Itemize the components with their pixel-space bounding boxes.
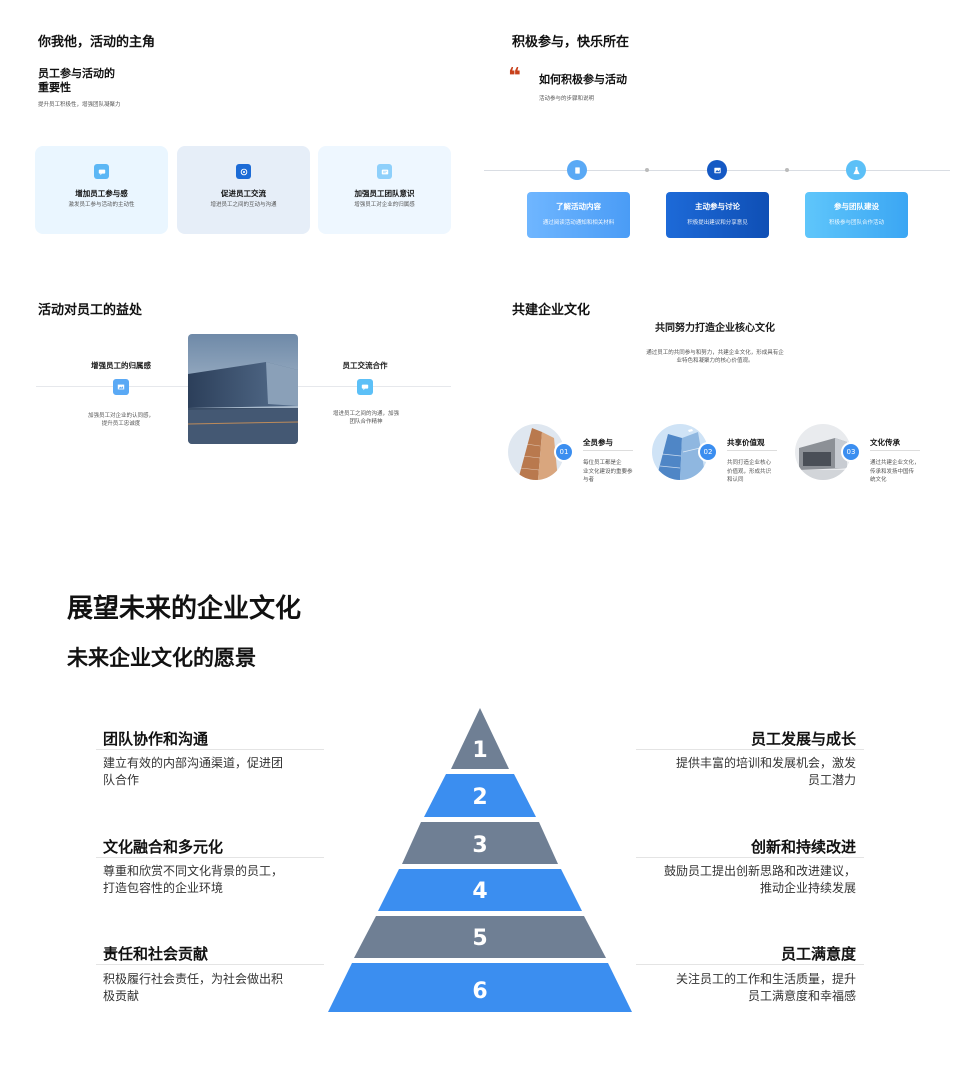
timeline-marker bbox=[645, 168, 649, 172]
item-title: 共享价值观 bbox=[727, 438, 765, 447]
step-discuss: 主动参与讨论 积极提出建议和分享意见 bbox=[666, 192, 769, 238]
divider-line bbox=[96, 964, 324, 965]
step-title: 参与团队建设 bbox=[834, 202, 879, 211]
vision-desc-line2: 员工满意度和幸福感 bbox=[747, 989, 856, 1003]
building-photo bbox=[188, 334, 298, 444]
timeline-marker bbox=[785, 168, 789, 172]
vision-title: 员工满意度 bbox=[780, 945, 856, 963]
building-photo bbox=[508, 424, 564, 480]
slide-title: 共建企业文化 bbox=[512, 303, 591, 318]
vision-title: 创新和持续改进 bbox=[750, 838, 856, 856]
vision-title: 文化融合和多元化 bbox=[103, 838, 224, 856]
divider-line bbox=[636, 964, 864, 965]
document-icon bbox=[567, 160, 587, 180]
card-title: 促进员工交流 bbox=[221, 189, 266, 198]
image-icon bbox=[707, 160, 727, 180]
building-photo bbox=[795, 424, 851, 480]
card-title: 加强员工团队意识 bbox=[354, 189, 415, 198]
vision-desc-line1: 提供丰富的培训和发展机会，激发 bbox=[675, 756, 856, 770]
pyramid-level-2: 2 bbox=[472, 785, 488, 810]
message-icon bbox=[377, 164, 392, 179]
card-communication: 促进员工交流 增进员工之间的互动与沟通 bbox=[177, 146, 310, 234]
section-heading: 如何积极参与活动 bbox=[539, 73, 627, 86]
pyramid-level-4: 4 bbox=[472, 879, 488, 904]
target-icon bbox=[236, 164, 251, 179]
vision-title: 员工发展与成长 bbox=[750, 730, 856, 748]
item-desc: 每位员工都是企业文化建设的重要参与者 bbox=[583, 460, 633, 483]
divider-line bbox=[96, 749, 324, 750]
section-heading: 共同努力打造企业核心文化 bbox=[655, 323, 775, 334]
benefit-desc-right-line2: 团队合作精神 bbox=[349, 419, 383, 425]
image-icon bbox=[113, 379, 129, 395]
card-desc: 激发员工参与活动的主动性 bbox=[68, 202, 135, 208]
chat-icon bbox=[357, 379, 373, 395]
pyramid-level-5: 5 bbox=[472, 926, 488, 951]
section-desc-line1: 通过员工的共同参与和努力，共建企业文化，形成具有企 bbox=[646, 350, 784, 356]
vision-desc-line1: 积极履行社会责任，为社会做出积 bbox=[103, 972, 284, 986]
number-badge: 02 bbox=[698, 442, 718, 462]
vision-desc-line2: 队合作 bbox=[103, 773, 140, 787]
benefit-desc-left-line2: 提升员工忠诚度 bbox=[101, 421, 141, 427]
vision-desc-line1: 鼓励员工提出创新思路和改进建议， bbox=[663, 864, 856, 878]
section-heading-line2: 重要性 bbox=[38, 81, 71, 94]
vision-desc-line2: 推动企业持续发展 bbox=[759, 881, 856, 895]
card-title: 增加员工参与感 bbox=[75, 189, 128, 198]
card-desc: 增进员工之间的互动与沟通 bbox=[210, 202, 277, 208]
quote-icon: ❝ bbox=[508, 64, 521, 89]
pyramid-diagram bbox=[328, 708, 632, 1012]
item-divider bbox=[727, 450, 777, 451]
section-description: 提升员工积极性，增强团队凝聚力 bbox=[38, 102, 121, 108]
item-title: 全员参与 bbox=[583, 438, 613, 447]
number-badge: 03 bbox=[841, 442, 861, 462]
vision-desc-line1: 关注员工的工作和生活质量，提升 bbox=[675, 972, 856, 986]
benefit-desc-right-line1: 增进员工之间的沟通，加强 bbox=[332, 411, 399, 417]
card-team-awareness: 加强员工团队意识 增强员工对企业的归属感 bbox=[318, 146, 451, 234]
section-heading-line1: 员工参与活动的 bbox=[38, 67, 115, 80]
pyramid-level-1: 1 bbox=[472, 738, 488, 763]
chat-icon bbox=[94, 164, 109, 179]
section-desc-line2: 业特色和凝聚力的核心价值观。 bbox=[676, 358, 754, 364]
benefit-title-left: 增强员工的归属感 bbox=[91, 361, 151, 370]
item-desc: 通过共建企业文化，传承和发扬中国传统文化 bbox=[870, 460, 920, 483]
vision-desc-line2: 员工潜力 bbox=[807, 773, 856, 787]
vision-desc-line2: 极贡献 bbox=[103, 989, 140, 1003]
slide-title: 活动对员工的益处 bbox=[38, 303, 143, 318]
step-desc: 积极提出建议和分享意见 bbox=[687, 220, 748, 226]
pyramid-level-6: 6 bbox=[472, 979, 488, 1004]
pyramid-level-3: 3 bbox=[472, 833, 488, 858]
slide-title: 积极参与，快乐所在 bbox=[512, 35, 630, 50]
vision-desc-line2: 打造包容性的企业环境 bbox=[103, 881, 224, 895]
step-understand: 了解活动内容 通过阅读活动通知和相关材料 bbox=[527, 192, 630, 238]
benefit-desc-left-line1: 加强员工对企业的认同感， bbox=[87, 413, 154, 419]
vision-title: 责任和社会贡献 bbox=[103, 945, 209, 963]
slide-subtitle: 未来企业文化的愿景 bbox=[67, 646, 256, 670]
vision-desc-line1: 建立有效的内部沟通渠道，促进团 bbox=[103, 756, 284, 770]
card-participation: 增加员工参与感 激发员工参与活动的主动性 bbox=[35, 146, 168, 234]
item-desc: 共同打造企业核心价值观，形成共识和认同 bbox=[727, 460, 772, 483]
step-title: 主动参与讨论 bbox=[695, 202, 740, 211]
section-description: 活动参与的步骤和说明 bbox=[539, 96, 595, 102]
vision-title: 团队协作和沟通 bbox=[103, 730, 209, 748]
divider-line bbox=[636, 749, 864, 750]
step-team-building: 参与团队建设 积极参与团队合作活动 bbox=[805, 192, 908, 238]
flask-icon bbox=[846, 160, 866, 180]
step-desc: 积极参与团队合作活动 bbox=[828, 220, 884, 226]
divider-line bbox=[96, 857, 324, 858]
card-desc: 增强员工对企业的归属感 bbox=[354, 202, 415, 208]
building-photo bbox=[652, 424, 708, 480]
step-title: 了解活动内容 bbox=[556, 202, 601, 211]
step-desc: 通过阅读活动通知和相关材料 bbox=[542, 220, 615, 226]
number-badge: 01 bbox=[554, 442, 574, 462]
vision-desc-line1: 尊重和欣赏不同文化背景的员工， bbox=[103, 864, 284, 878]
slide-title: 你我他，活动的主角 bbox=[38, 35, 156, 50]
item-title: 文化传承 bbox=[870, 438, 900, 447]
item-divider bbox=[583, 450, 633, 451]
item-divider bbox=[870, 450, 920, 451]
slide-title: 展望未来的企业文化 bbox=[67, 594, 302, 624]
benefit-title-right: 员工交流合作 bbox=[342, 361, 388, 370]
divider-line bbox=[636, 857, 864, 858]
